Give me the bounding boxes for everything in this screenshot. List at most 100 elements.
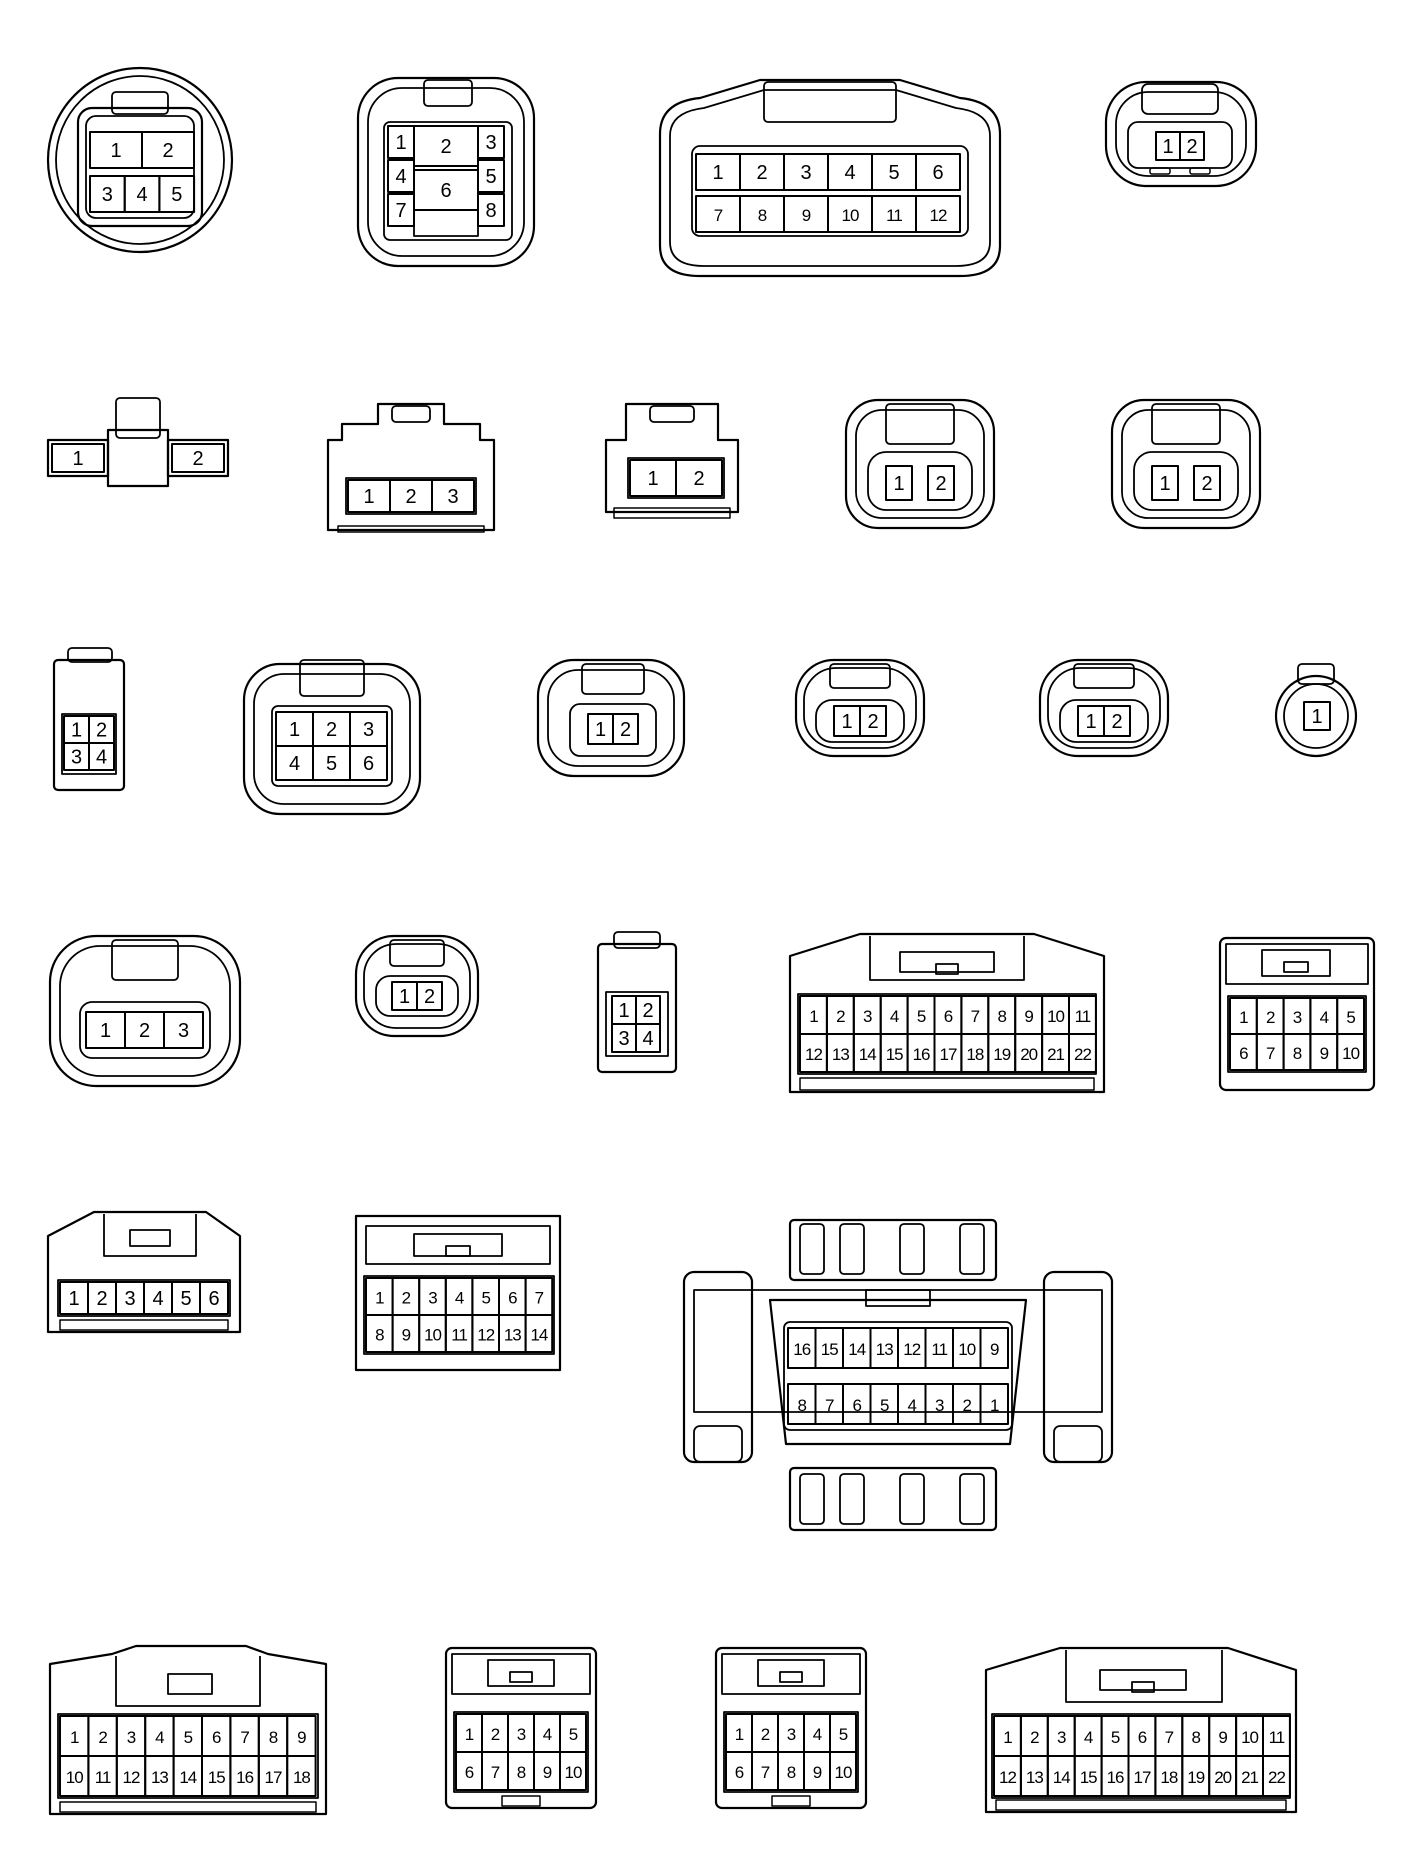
pin-b9-2: 2 [1201, 473, 1212, 495]
pin-d1-13: 13 [876, 1340, 893, 1359]
pin-d5-18: 18 [1160, 1768, 1177, 1787]
pin-c8-20: 20 [1020, 1045, 1037, 1064]
pin-c8-9: 9 [1024, 1007, 1033, 1026]
pin-c9-8: 8 [1293, 1044, 1302, 1063]
pin-d2-5: 5 [184, 1728, 193, 1747]
pin-c3-1: 1 [1085, 711, 1096, 733]
pin-d4-1: 1 [735, 1725, 744, 1744]
pin-c9-5: 5 [1346, 1008, 1355, 1027]
pin-d2-14: 14 [179, 1768, 196, 1787]
pin-c11-4: 4 [455, 1289, 464, 1308]
pin-b3-12: 12 [930, 206, 947, 225]
pin-d2-1: 1 [70, 1728, 79, 1747]
pin-d4-3: 3 [787, 1725, 796, 1744]
pin-d1-6: 6 [853, 1396, 862, 1415]
pin-c8-22: 22 [1074, 1045, 1091, 1064]
pin-b1-5: 5 [171, 184, 182, 206]
pin-d5-10: 10 [1241, 1728, 1258, 1747]
pin-b1-4: 4 [136, 184, 147, 206]
pin-c9-3: 3 [1293, 1008, 1302, 1027]
pin-c11-9: 9 [402, 1326, 411, 1345]
pin-d5-4: 4 [1084, 1728, 1093, 1747]
pin-b5-2: 2 [192, 448, 203, 470]
pin-d5-17: 17 [1133, 1768, 1150, 1787]
pin-b4-2: 2 [1186, 136, 1197, 158]
pin-b11-1: 1 [289, 719, 300, 741]
pin-d1-8: 8 [798, 1396, 807, 1415]
pin-c11-13: 13 [504, 1326, 521, 1345]
pin-c9-10: 10 [1342, 1044, 1359, 1063]
pin-c7-3: 3 [618, 1028, 629, 1050]
pin-c11-2: 2 [402, 1289, 411, 1308]
pin-c10-3: 3 [124, 1288, 135, 1310]
pin-d1-15: 15 [821, 1340, 838, 1359]
pin-c11-8: 8 [375, 1326, 384, 1345]
pin-b7-1: 1 [647, 468, 658, 490]
pin-c8-12: 12 [805, 1045, 822, 1064]
pin-d1-9: 9 [990, 1340, 999, 1359]
pin-d1-12: 12 [903, 1340, 920, 1359]
pin-d4-5: 5 [839, 1725, 848, 1744]
pin-b2-2: 2 [440, 136, 451, 158]
pin-b3-1: 1 [712, 162, 723, 184]
pin-c6-1: 1 [399, 986, 410, 1008]
pin-d3-5: 5 [569, 1725, 578, 1744]
pin-b3-3: 3 [800, 162, 811, 184]
pin-c6-2: 2 [424, 986, 435, 1008]
connector-c4: 1 [1274, 663, 1358, 758]
pin-b3-5: 5 [888, 162, 899, 184]
pin-b6-1: 1 [363, 486, 374, 508]
pin-d3-6: 6 [465, 1763, 474, 1782]
pin-c9-6: 6 [1239, 1044, 1248, 1063]
pin-c11-6: 6 [508, 1289, 517, 1308]
pin-d5-14: 14 [1053, 1768, 1070, 1787]
pin-d3-1: 1 [465, 1725, 474, 1744]
pin-d3-4: 4 [543, 1725, 552, 1744]
pin-d5-20: 20 [1214, 1768, 1231, 1787]
pin-c11-12: 12 [477, 1326, 494, 1345]
pin-b10-1: 1 [71, 720, 82, 742]
pin-c8-10: 10 [1047, 1007, 1064, 1026]
pin-c9-7: 7 [1266, 1044, 1275, 1063]
pin-b11-6: 6 [363, 753, 374, 775]
pin-b5-1: 1 [72, 448, 83, 470]
pin-d1-16: 16 [793, 1340, 810, 1359]
pin-b3-8: 8 [758, 206, 767, 225]
pin-c8-8: 8 [998, 1007, 1007, 1026]
pin-b2-5: 5 [485, 166, 496, 188]
pin-b10-2: 2 [96, 720, 107, 742]
pin-d2-6: 6 [212, 1728, 221, 1747]
pin-d4-8: 8 [787, 1763, 796, 1782]
pin-b6-3: 3 [447, 486, 458, 508]
pin-c5-2: 2 [139, 1020, 150, 1042]
pin-d5-2: 2 [1030, 1728, 1039, 1747]
pin-d5-12: 12 [999, 1768, 1016, 1787]
pin-d1-1: 1 [990, 1396, 999, 1415]
pin-c8-6: 6 [944, 1007, 953, 1026]
pin-d5-19: 19 [1187, 1768, 1204, 1787]
pin-c9-9: 9 [1320, 1044, 1329, 1063]
pin-d2-10: 10 [66, 1768, 83, 1787]
pin-d2-2: 2 [98, 1728, 107, 1747]
pin-c11-14: 14 [530, 1326, 547, 1345]
pin-d5-7: 7 [1165, 1728, 1174, 1747]
pin-b8-1: 1 [893, 473, 904, 495]
pin-b10-3: 3 [71, 747, 82, 769]
pin-b3-7: 7 [714, 206, 723, 225]
pin-b2-7: 7 [395, 200, 406, 222]
pin-d4-7: 7 [761, 1763, 770, 1782]
pin-c10-1: 1 [68, 1288, 79, 1310]
pin-d1-14: 14 [848, 1340, 865, 1359]
pin-d1-7: 7 [825, 1396, 834, 1415]
pin-d2-16: 16 [236, 1768, 253, 1787]
